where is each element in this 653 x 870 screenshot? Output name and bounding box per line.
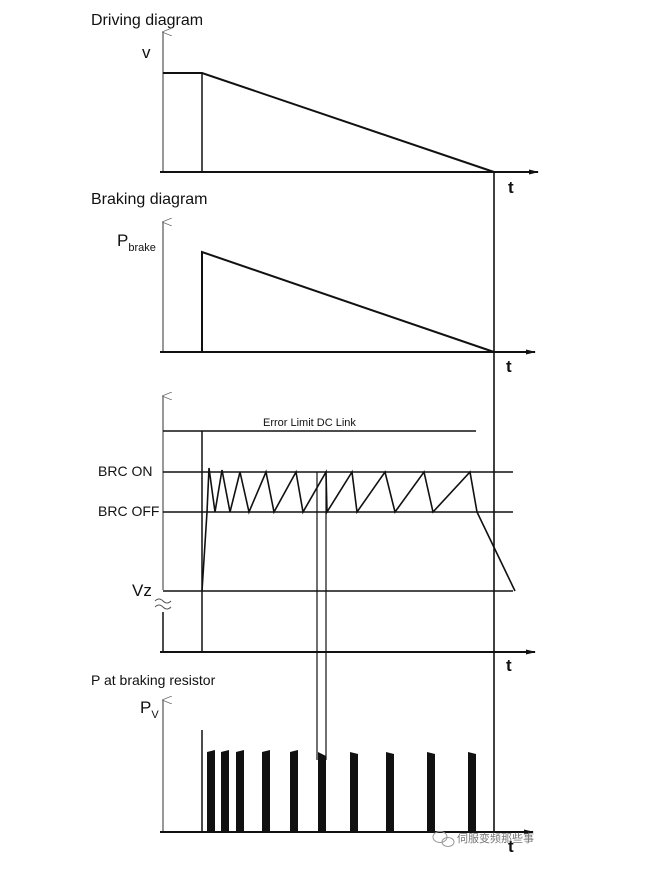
driving-v-label: v <box>142 43 151 62</box>
dc-link-voltage-curve <box>201 467 516 592</box>
power-pulses <box>207 750 476 832</box>
braking-power-curve <box>201 250 495 353</box>
brc-on-label: BRC ON <box>98 463 152 479</box>
watermark-text: 伺服变频那些事 <box>457 831 534 845</box>
power-pulse <box>468 752 476 832</box>
resistor-power-panel: P at braking resistor PV t <box>91 672 534 856</box>
brc-off-label: BRC OFF <box>98 503 159 519</box>
power-pulse <box>207 750 215 832</box>
driving-diagram-title: Driving diagram <box>91 12 203 29</box>
power-pulse <box>318 752 326 832</box>
power-pulse <box>290 750 298 832</box>
resistor-t-label: t <box>508 837 514 856</box>
power-pulse <box>236 750 244 832</box>
resistor-panel-title: P at braking resistor <box>91 672 216 688</box>
pv-label: PV <box>140 698 159 721</box>
driving-t-label: t <box>508 178 514 197</box>
braking-diagram-panel: Braking diagram Pbrake t <box>91 191 536 376</box>
power-pulse <box>386 752 394 832</box>
wechat-icon <box>432 831 455 847</box>
braking-diagram-title: Braking diagram <box>91 191 208 208</box>
error-limit-label: Error Limit DC Link <box>263 417 356 429</box>
power-pulse <box>262 750 270 832</box>
pbrake-label: Pbrake <box>117 231 156 254</box>
power-pulse <box>427 752 435 832</box>
dc-link-t-label: t <box>506 656 512 675</box>
braking-t-label: t <box>506 357 512 376</box>
power-pulse <box>350 752 358 832</box>
velocity-curve <box>163 72 495 173</box>
axis-break-symbol <box>154 598 172 610</box>
vz-label: Vz <box>132 581 152 600</box>
driving-diagram-panel: Driving diagram v t <box>91 12 539 197</box>
watermark: 伺服变频那些事 <box>432 831 534 847</box>
power-pulse <box>221 750 229 832</box>
dc-link-panel: t Error Limit DC Link BRC ON BRC OFF Vz <box>98 396 536 760</box>
